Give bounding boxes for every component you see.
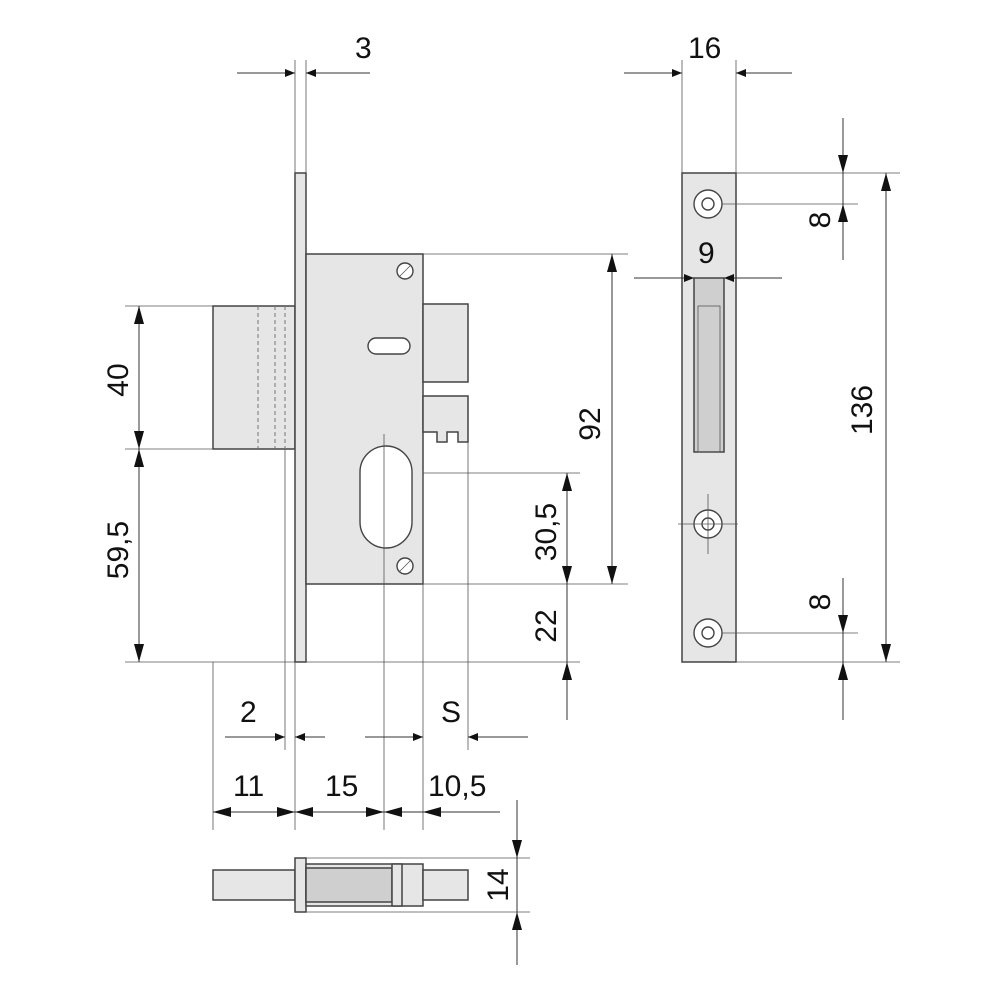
dim-bottom-offset: 22	[530, 609, 563, 642]
dim-case-height: 92	[574, 407, 607, 440]
dim-bolt-width: 9	[698, 237, 715, 270]
dim-backset: 15	[325, 770, 358, 803]
dim-forend-width: 16	[688, 32, 721, 65]
dim-bolt-height: 40	[102, 363, 135, 396]
lock-front-view	[212, 172, 469, 830]
dim-forend-height: 136	[846, 385, 879, 435]
rear-latch	[422, 303, 469, 383]
lock-plan-view	[212, 857, 469, 913]
forend-view	[678, 172, 738, 663]
latch-bolt	[212, 305, 296, 450]
rear-deadbolt	[422, 395, 469, 443]
faceplate	[294, 172, 307, 663]
bolt-opening	[693, 277, 725, 453]
follower-slot	[367, 337, 411, 355]
dim-screw-top: 8	[804, 212, 837, 229]
dim-thickness: 14	[482, 868, 515, 901]
dim-bolt-throw: 11	[233, 770, 264, 803]
dim-lower-to-bolt: 59,5	[102, 521, 135, 579]
dim-cylinder-center: 30,5	[530, 503, 563, 561]
dim-faceplate-thickness: 3	[355, 32, 372, 65]
extension-lines	[125, 60, 628, 830]
dim-cylinder-offset: S	[441, 696, 461, 729]
dim-rear-depth: 10,5	[428, 770, 486, 803]
dim-screw-bottom: 8	[804, 594, 837, 611]
dim-bolt-step: 2	[240, 696, 257, 729]
cylinder-hole	[359, 445, 413, 549]
